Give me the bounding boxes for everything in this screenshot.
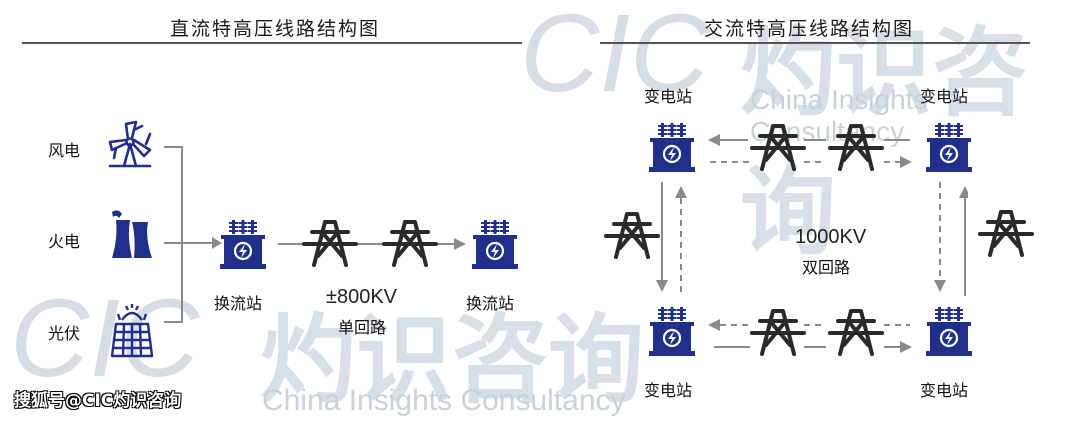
right-panel-title: 交流特高压线路结构图 [704, 18, 915, 40]
tower-icon [750, 122, 806, 172]
left-title-rule [22, 42, 522, 44]
substation-tr-icon [924, 121, 974, 173]
power-plant-icon [112, 210, 152, 258]
tower-icon [750, 307, 806, 357]
substation-tl-icon [647, 121, 697, 173]
left-panel-title: 直流特高压线路结构图 [170, 18, 381, 40]
converter-station-right-label: 换流站 [466, 294, 515, 313]
ac-line-left [656, 182, 687, 296]
source-label-thermal: 火电 [48, 232, 81, 251]
substation-tr-label: 变电站 [920, 87, 969, 106]
substation-tl-label: 变电站 [644, 87, 693, 106]
ac-circuit-label: 双回路 [802, 258, 851, 277]
dc-line [278, 238, 466, 250]
substation-br-label: 变电站 [920, 381, 969, 400]
solar-panel-icon [110, 304, 154, 358]
dc-voltage-label: ±800KV [326, 286, 398, 308]
ac-line-top [708, 134, 912, 168]
ac-line-bottom [708, 319, 912, 353]
substation-bl-label: 变电站 [644, 381, 693, 400]
tower-icon [302, 218, 358, 268]
substation-bl-icon [647, 305, 697, 357]
watermark-en-bottom: China Insights Consultancy [262, 384, 626, 417]
converter-station-right-icon [470, 218, 520, 270]
ac-line-right [934, 182, 968, 296]
wind-turbine-icon [108, 120, 152, 168]
tower-icon [382, 218, 438, 268]
source-label-wind: 风电 [48, 141, 81, 160]
source-label-solar: 光伏 [48, 324, 81, 343]
watermark-cn-bottom: 灼识咨询 [260, 307, 644, 414]
tower-icon [828, 307, 884, 357]
tower-icon [828, 122, 884, 172]
source-connector [164, 146, 222, 323]
ac-voltage-label: 1000KV [795, 226, 867, 248]
tower-icon [604, 210, 660, 260]
source-attribution: 搜狐号@CIC灼识咨询 [14, 391, 182, 411]
converter-station-left-icon [218, 218, 268, 270]
tower-icon [978, 208, 1034, 258]
converter-station-left-label: 换流站 [214, 294, 263, 313]
dc-circuit-label: 单回路 [338, 318, 387, 337]
right-title-rule [600, 42, 1030, 44]
substation-br-icon [924, 305, 974, 357]
